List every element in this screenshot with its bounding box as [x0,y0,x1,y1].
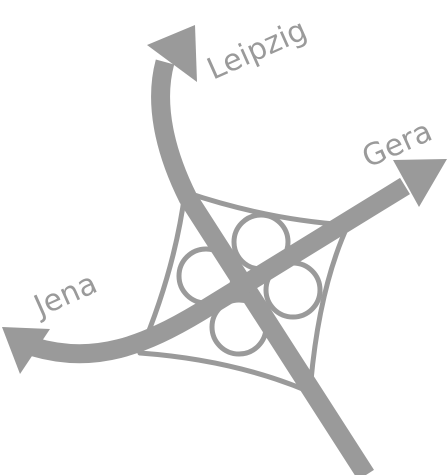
motorway-jena-gera [31,177,410,364]
arrowheads [2,25,447,374]
connector-bottom [137,350,313,395]
arrow-jena-icon [2,327,50,374]
arrow-leipzig-icon [147,25,197,82]
arrow-gera-icon [393,159,447,207]
label-jena: Jena [27,266,102,325]
label-leipzig: Leipzig [202,13,312,88]
motorway-leipzig [151,59,374,475]
connector-right [307,222,351,395]
